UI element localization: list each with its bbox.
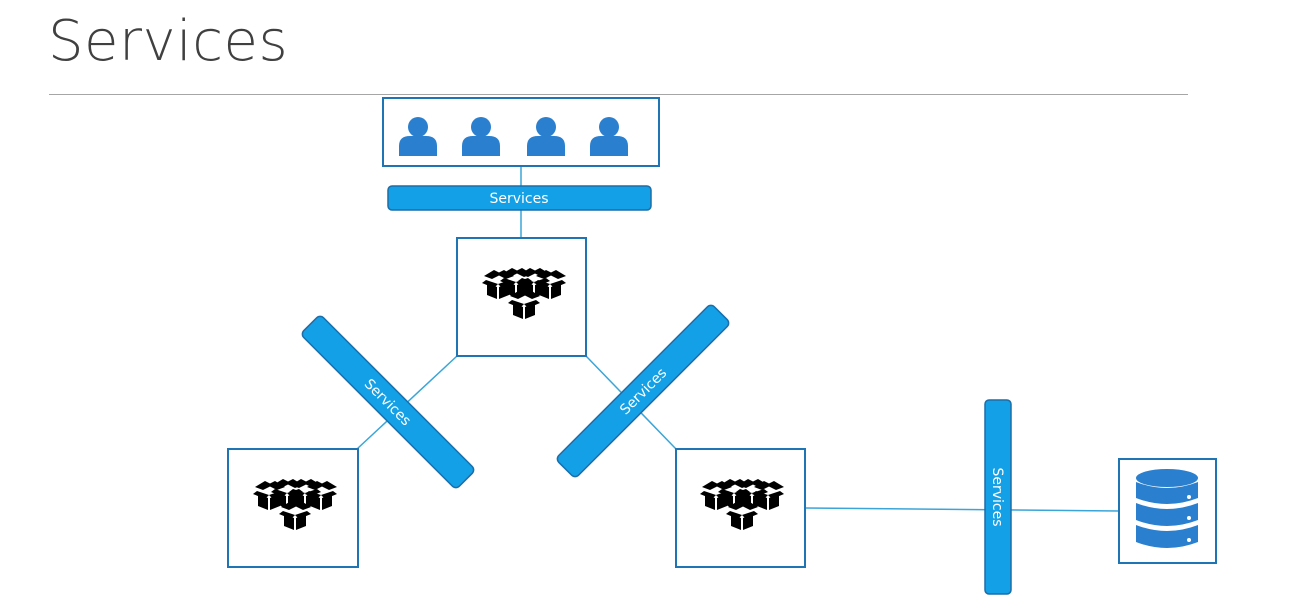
- service-label: Services: [989, 467, 1005, 526]
- service-label: Services: [489, 191, 548, 207]
- pods-right-node[interactable]: [675, 448, 806, 568]
- database-node[interactable]: [1118, 458, 1217, 564]
- service-pods-top-pods-right[interactable]: Services: [555, 303, 730, 478]
- pods-top-node[interactable]: [456, 237, 587, 357]
- page-title: Services: [48, 9, 289, 74]
- service-users-pods[interactable]: Services: [387, 185, 652, 211]
- link-pods-right-to-database: [804, 507, 1120, 512]
- title-divider: [49, 94, 1188, 95]
- service-pods-database[interactable]: Services: [984, 399, 1012, 595]
- pods-left-node[interactable]: [227, 448, 359, 568]
- users-node[interactable]: [382, 97, 660, 167]
- database-icon: [1136, 469, 1198, 548]
